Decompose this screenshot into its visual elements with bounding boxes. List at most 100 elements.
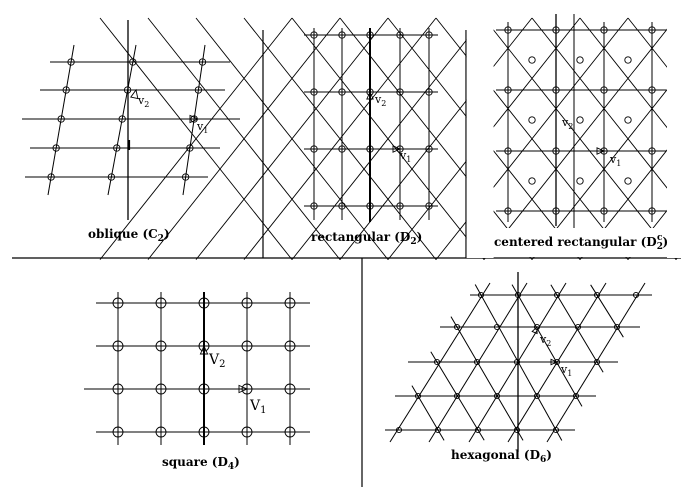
- lattice-point: [241, 426, 253, 438]
- clip-mask-left: [466, 0, 494, 258]
- lattice-point: [504, 26, 512, 34]
- lattice-line-diagonal: [147, 17, 341, 260]
- lattice-point: [514, 291, 522, 299]
- lattice-point: [396, 202, 404, 210]
- centered-v2-label: v2: [561, 116, 573, 131]
- lattice-point: [112, 340, 124, 352]
- lattice-point: [284, 383, 296, 395]
- hexagonal-caption: hexagonal (D6): [451, 448, 552, 465]
- lattice-point: [241, 297, 253, 309]
- lattice-point-centered: [528, 116, 536, 124]
- lattice-point: [593, 291, 601, 299]
- lattice-point: [493, 392, 501, 400]
- lattice-point: [493, 323, 501, 331]
- lattice-line-diagonal: [579, 131, 681, 260]
- lattice-point: [648, 147, 656, 155]
- lattice-line-slanted: [182, 44, 206, 196]
- lattice-point: [310, 88, 318, 96]
- lattice-line-diagonal: [627, 192, 681, 260]
- lattice-line-slanted: [107, 44, 137, 196]
- lattice-point: [600, 86, 608, 94]
- lattice-point: [553, 291, 561, 299]
- lattice-point: [473, 358, 481, 366]
- oblique-lattice: [22, 20, 240, 220]
- lattice-point: [613, 323, 621, 331]
- lattice-line-diagonal: [291, 17, 485, 260]
- lattice-point: [155, 297, 167, 309]
- clip-mask-top: [467, 0, 681, 14]
- lattice-point: [396, 145, 404, 153]
- lattice-point: [181, 173, 190, 181]
- lattice-point: [504, 147, 512, 155]
- lattice-line-diagonal: [579, 17, 681, 146]
- lattice-point: [366, 88, 374, 96]
- v1-arrow: [550, 358, 559, 366]
- lattice-point: [338, 88, 346, 96]
- oblique-caption: oblique (C2): [88, 227, 170, 244]
- lattice-line-slanted-left: [511, 284, 583, 407]
- clip-mask-bottom: [467, 228, 681, 257]
- lattice-line-diagonal: [627, 17, 681, 86]
- lattice-point: [198, 58, 207, 66]
- lattice-point: [425, 88, 433, 96]
- lattice-point: [47, 173, 55, 181]
- oblique-v1-label: v1: [196, 120, 208, 135]
- lattice-line-diagonal: [483, 17, 677, 260]
- lattice-line-slanted-left: [590, 284, 624, 338]
- lattice-point: [198, 426, 210, 438]
- lattice-point: [396, 88, 404, 96]
- lattice-line-slanted-left: [411, 385, 445, 441]
- lattice-point: [366, 202, 374, 210]
- lattice-point: [107, 173, 116, 181]
- lattice-point: [338, 31, 346, 39]
- lattice-point: [453, 392, 461, 400]
- hexagonal-v2-label: v2: [539, 333, 551, 348]
- lattice-point: [600, 26, 608, 34]
- lattice-line-diagonal: [531, 17, 681, 207]
- lattice-line-slanted-right: [546, 282, 646, 443]
- lattice-point-centered: [576, 56, 584, 64]
- oblique-v2-label: v2: [137, 94, 149, 109]
- v2-arrow: [531, 325, 538, 335]
- lattice-point: [123, 86, 132, 94]
- lattice-point: [241, 340, 253, 352]
- lattice-point: [632, 291, 640, 299]
- square-v2-label: V2: [208, 352, 226, 370]
- lattice-point: [425, 202, 433, 210]
- panel-dividers: [12, 30, 681, 487]
- rectangular-v1-label: v1: [399, 149, 411, 164]
- lattice-point: [284, 340, 296, 352]
- lattice-point: [112, 426, 124, 438]
- lattice-point-centered: [528, 177, 536, 185]
- lattice-line-diagonal: [195, 17, 389, 260]
- square-v1-label: V1: [249, 398, 267, 416]
- rectangular-caption: rectangular (D2): [311, 230, 422, 247]
- lattice-point: [513, 426, 521, 434]
- lattice-point: [310, 202, 318, 210]
- lattice-point: [52, 144, 60, 152]
- lattice-line-slanted: [47, 44, 75, 196]
- lattice-point: [552, 26, 560, 34]
- lattice-point-centered: [624, 56, 632, 64]
- lattice-point-centered: [624, 177, 632, 185]
- lattice-point: [414, 392, 422, 400]
- lattice-line-diagonal: [243, 17, 437, 260]
- lattice-point: [648, 26, 656, 34]
- lattice-point: [112, 297, 124, 309]
- rectangular-lattice: [304, 28, 438, 222]
- lattice-point: [67, 58, 75, 66]
- lattice-point-centered: [576, 177, 584, 185]
- lattice-point: [310, 31, 318, 39]
- rectangular-v2-label: v2: [374, 93, 386, 108]
- lattice-point: [600, 147, 608, 155]
- lattice-line-diagonal: [339, 17, 533, 260]
- lattice-point-centered: [528, 56, 536, 64]
- lattice-point: [338, 145, 346, 153]
- lattice-point: [155, 340, 167, 352]
- lattice-point: [284, 426, 296, 438]
- lattice-point: [504, 207, 512, 215]
- lattice-point: [453, 323, 461, 331]
- lattice-point: [198, 297, 210, 309]
- hexagonal-v1-label: v1: [560, 363, 572, 378]
- lattice-point: [366, 31, 374, 39]
